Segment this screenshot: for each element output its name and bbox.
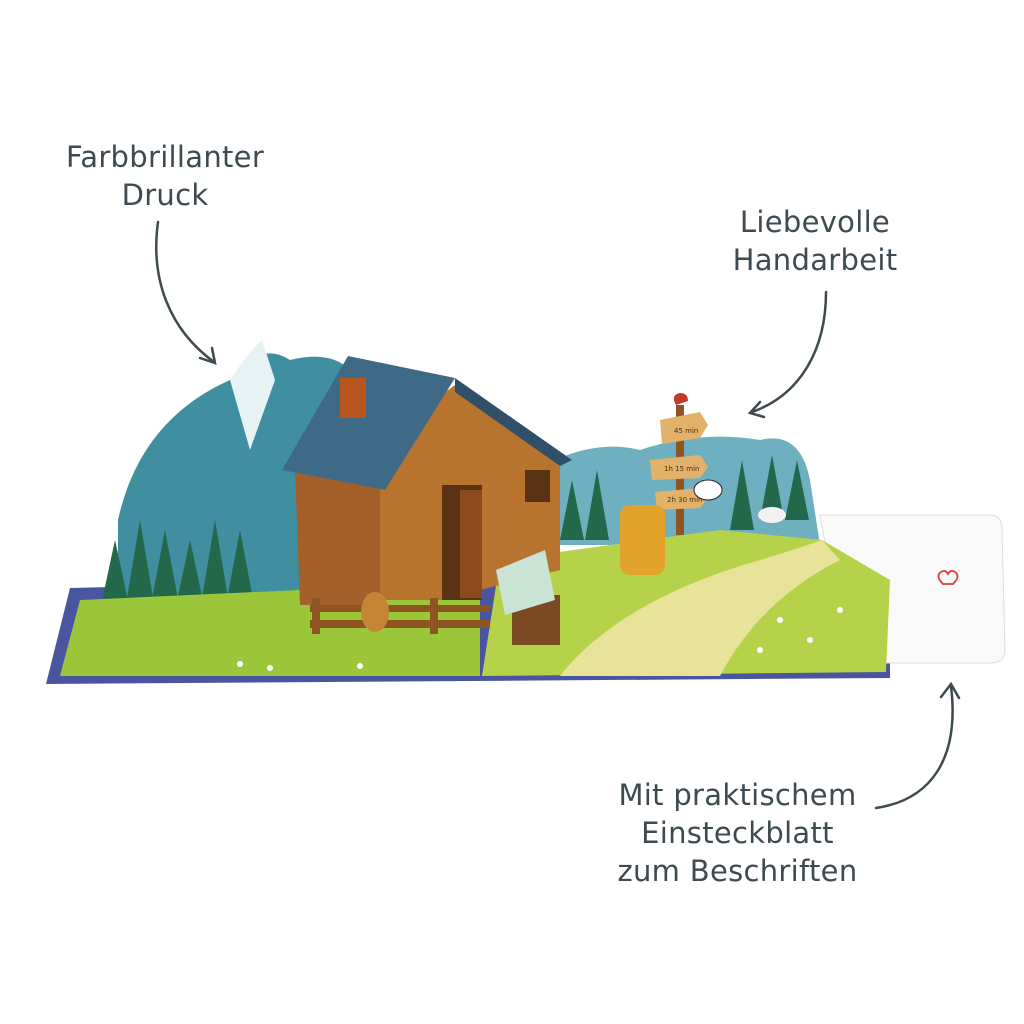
trail-map	[496, 550, 555, 615]
annotation-insert-line-1: Mit praktischem	[618, 778, 857, 812]
marmot	[361, 592, 389, 632]
arrow-insert	[874, 684, 954, 810]
arrow-print-head	[198, 346, 217, 365]
mountains-left	[118, 353, 350, 600]
arrow-insert-head	[939, 681, 961, 700]
signpost: 45 min 1h 15 min 2h 30 min	[650, 393, 708, 535]
cow	[693, 479, 723, 501]
backpack	[620, 505, 665, 575]
annotation-handmade: Liebevolle Handarbeit	[700, 203, 930, 279]
arrow-handmade	[750, 290, 828, 414]
sign-2-text: 1h 15 min	[664, 465, 699, 473]
goat	[758, 507, 786, 523]
annotation-insert: Mit praktischem Einsteckblatt zum Beschr…	[600, 776, 875, 890]
trail	[560, 540, 840, 676]
arrow-handmade-head	[747, 400, 766, 419]
meadow-left	[60, 590, 480, 676]
annotation-insert-line-2: Einsteckblatt	[641, 816, 834, 850]
sign-1-text: 45 min	[674, 427, 698, 435]
wooden-cabin	[282, 356, 572, 605]
sign-3-text: 2h 30 min	[667, 496, 702, 504]
annotation-insert-line-3: zum Beschriften	[617, 854, 858, 888]
annotation-print: Farbbrillanter Druck	[40, 138, 290, 214]
annotation-print-line-2: Druck	[121, 178, 209, 212]
heart-logo-icon	[937, 569, 959, 585]
annotation-handmade-line-1: Liebevolle	[739, 205, 891, 239]
annotation-print-line-1: Farbbrillanter	[65, 140, 265, 174]
annotation-handmade-line-2: Handarbeit	[732, 243, 898, 277]
arrow-print	[155, 220, 216, 364]
